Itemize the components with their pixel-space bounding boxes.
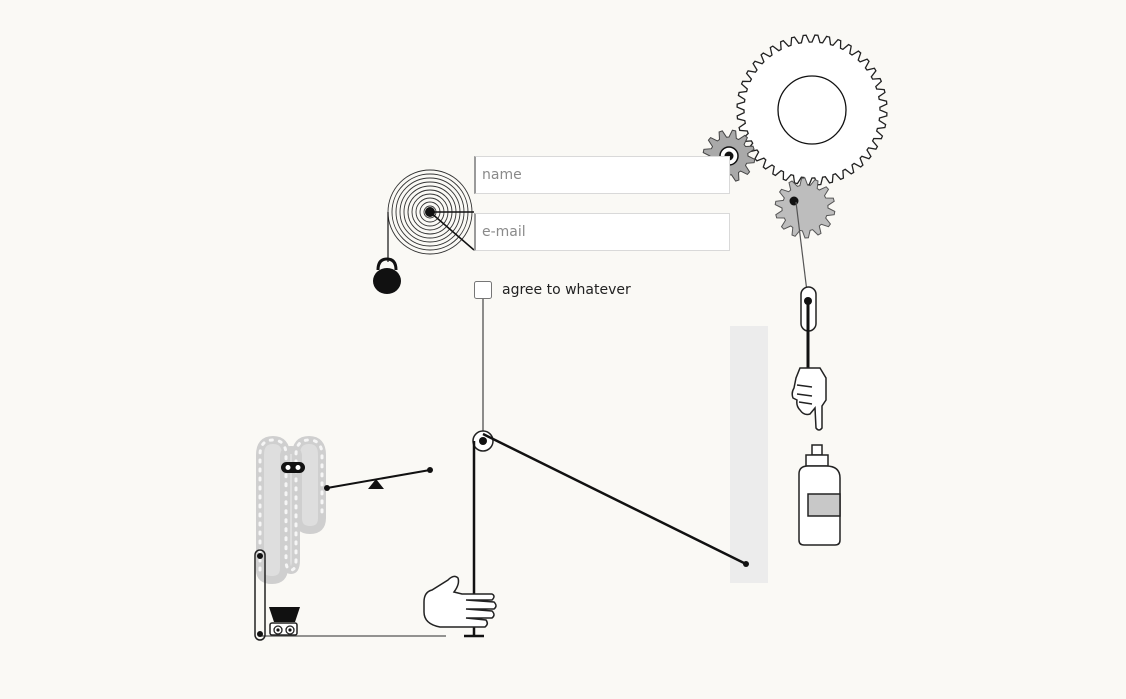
agree-checkbox[interactable] [474,281,492,299]
clip-link-icon [800,286,817,368]
medium-gear-icon [774,177,836,239]
chain-icon [256,436,326,584]
spiral-spring-icon [387,169,475,262]
large-gear-icon [736,34,888,186]
diagonal-rod [482,432,747,566]
spray-bottle-icon [798,444,841,546]
email-input[interactable] [474,213,730,251]
open-hand-icon [423,575,497,628]
name-input[interactable] [474,156,730,194]
side-panel [730,326,768,583]
agree-label: agree to whatever [502,282,631,298]
agree-row: agree to whatever [474,280,631,300]
kettlebell-icon [373,257,401,294]
cart-icon [269,607,300,636]
pointing-hand-icon [791,367,827,431]
lever-icon [324,467,433,491]
belt-icon [254,549,266,641]
gear-rope [795,201,809,301]
